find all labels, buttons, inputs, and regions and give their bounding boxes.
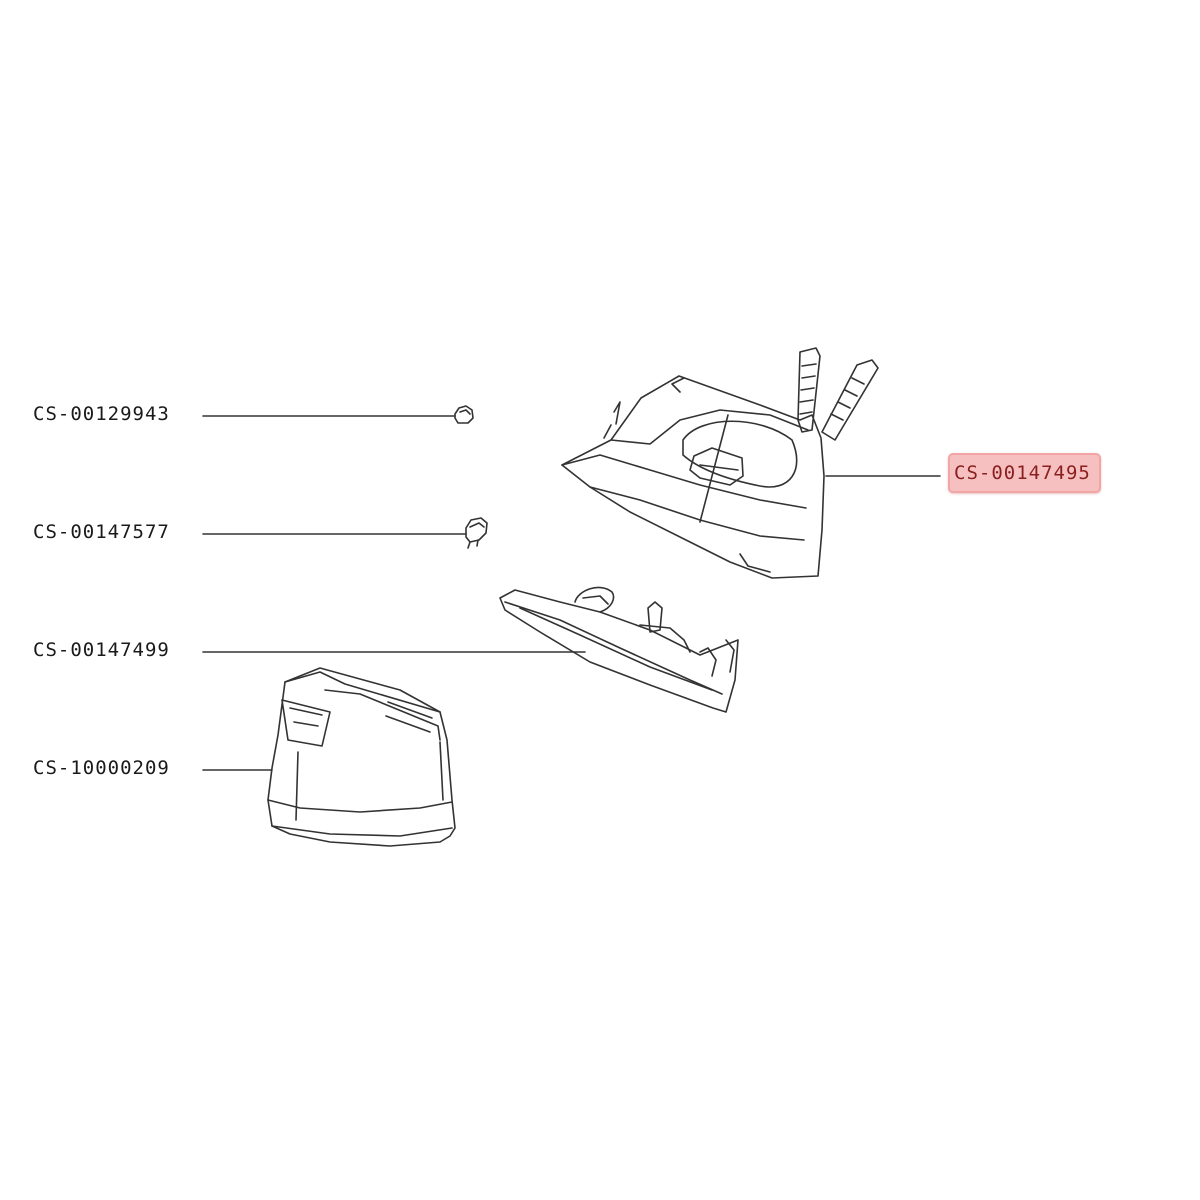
part-label-cs-00129943[interactable]: CS-00129943 [33, 403, 170, 425]
part-label-cs-00147495-highlighted[interactable]: CS-00147495 [948, 453, 1101, 493]
handle-housing-part [561, 347, 879, 579]
water-tank-part [267, 667, 456, 847]
part-label-cs-00147499[interactable]: CS-00147499 [33, 639, 170, 661]
small-clip-part [454, 405, 474, 424]
part-label-cs-10000209[interactable]: CS-10000209 [33, 757, 170, 779]
small-button-part [465, 517, 488, 549]
part-label-cs-00147577[interactable]: CS-00147577 [33, 521, 170, 543]
sole-plate-assembly-part [499, 586, 739, 713]
